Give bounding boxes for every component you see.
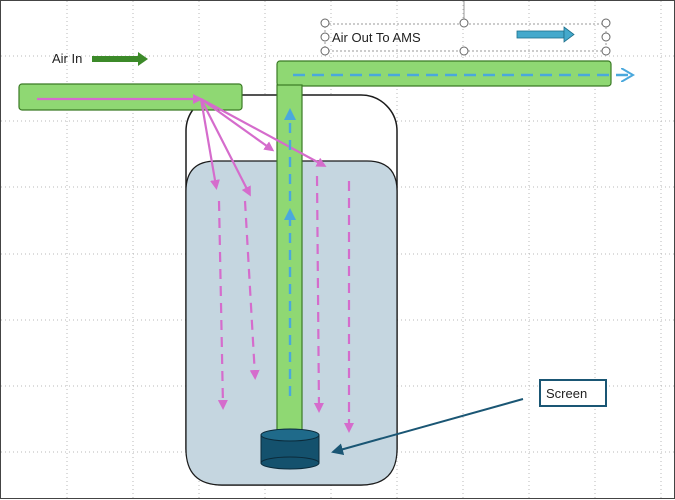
selection-handle[interactable] — [320, 18, 330, 28]
selection-handle[interactable] — [320, 32, 330, 42]
air-down-flow-arrows — [217, 175, 354, 433]
air-out-selection-box[interactable] — [320, 1, 611, 56]
air-in-label: Air In — [52, 51, 82, 66]
selection-handle[interactable] — [320, 46, 330, 56]
selection-handle[interactable] — [459, 18, 469, 28]
screen-filter — [260, 428, 320, 470]
selection-handle[interactable] — [601, 46, 611, 56]
screen-pointer-arrow — [331, 398, 524, 456]
air-out-label: Air Out To AMS — [332, 30, 421, 45]
screen-callout-box — [539, 379, 607, 407]
screen-label: Screen — [546, 386, 587, 401]
air-in-diffusion-arrows — [199, 98, 327, 197]
selection-handle[interactable] — [459, 46, 469, 56]
selection-handle[interactable] — [601, 32, 611, 42]
outlet-pipe — [276, 60, 612, 87]
inlet-pipe — [18, 83, 243, 111]
selection-handle[interactable] — [601, 18, 611, 28]
air-out-arrow-icon — [516, 26, 575, 43]
air-in-arrow-icon — [92, 52, 148, 66]
